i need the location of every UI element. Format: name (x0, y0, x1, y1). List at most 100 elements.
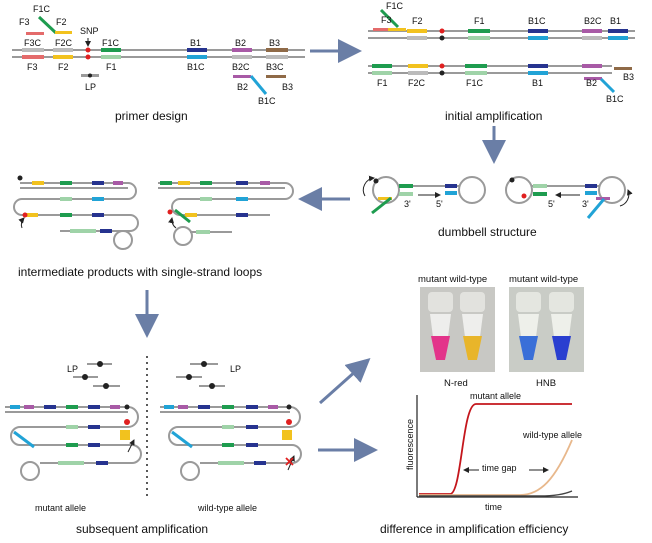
label-f3c: F3C (24, 38, 42, 48)
label-f1c-primer: F1C (33, 4, 51, 14)
ip-right-seg-7 (236, 197, 248, 201)
sa-lp-right-2-dot (186, 374, 192, 380)
ib-snp (439, 63, 445, 69)
sa-lp-right-3-dot (209, 383, 215, 389)
label-b3-primer: B3 (282, 82, 293, 92)
f3-primer (26, 32, 44, 35)
sa-right-seg-3 (198, 405, 210, 409)
tube-cap-wildtype-red (460, 292, 485, 312)
tubes-left-dye: N-red (444, 378, 468, 389)
db-left-rotate (362, 175, 375, 197)
ip-left-seg-8 (60, 213, 72, 217)
tube-cap-mutant-red (428, 292, 453, 312)
tube-liquid-wildtype-blue (552, 336, 571, 360)
fip-f1c-arm (37, 15, 58, 35)
ia-f2 (407, 29, 427, 33)
label-b2c: B2C (232, 62, 250, 72)
sa-left-end-loop (20, 461, 40, 481)
label-f3: F3 (19, 17, 30, 27)
ia-label-f1c: F1C (386, 1, 404, 11)
db-left-b1c (445, 191, 457, 195)
ip-left-seg-2 (60, 181, 72, 185)
label-f2-bottom: F2 (58, 62, 69, 72)
panel-primer-design: F3 F1C F2 SNP F3C F2C F1C B1 B2 B3 F3 F2… (12, 4, 305, 123)
ip-left-seg-1 (32, 181, 44, 185)
b2-segment (232, 48, 252, 52)
label-f1c-top: F1C (102, 38, 120, 48)
ip-right-seg-2 (178, 181, 190, 185)
f3c-segment (22, 48, 44, 52)
tube-cap-mutant-hnb (516, 292, 541, 312)
sa-right-bip (171, 430, 193, 449)
time-gap-label-bg (479, 462, 529, 474)
db-right-snp (521, 193, 527, 199)
sa-lp-left-1-dot (97, 361, 103, 367)
bip-b1c-arm (249, 75, 268, 95)
label-b3c: B3C (266, 62, 284, 72)
sa-left-seg-6 (110, 405, 120, 409)
sa-right-seg-2 (178, 405, 188, 409)
sa-left-seg-2 (24, 405, 34, 409)
tubes-right-header: mutant wild-type (509, 274, 578, 285)
ib-b2 (582, 64, 602, 68)
curve-mutant-label: mutant allele (470, 391, 521, 401)
ip-right-seg-1 (160, 181, 172, 185)
ib-f1c-b (465, 71, 487, 75)
ia-label-f3: F3 (381, 15, 392, 25)
sa-left-seg-11 (58, 461, 84, 465)
ia-b2-b (582, 36, 602, 40)
ip-left-seg-4 (113, 181, 123, 185)
bip-b2-arm (233, 75, 251, 78)
sa-right-dot (286, 404, 292, 410)
ia-fip-arm (379, 8, 400, 29)
sa-right-end-loop (180, 461, 200, 481)
ip-right-rotate (168, 217, 177, 229)
db-right-loop-1 (505, 176, 533, 204)
ib-label-b1: B1 (532, 78, 543, 88)
curve-xlabel: time (485, 502, 502, 512)
ip-right-seg-10 (196, 230, 210, 234)
sa-left-seg-12 (96, 461, 108, 465)
ia-label-f2: F2 (412, 16, 423, 26)
sa-left-seg-1 (10, 405, 20, 409)
ip-left-dot (17, 175, 23, 181)
db-right-b1c (585, 191, 597, 195)
panel-subsequent: LP LP (5, 356, 302, 513)
ip-left-end-loop (113, 230, 133, 250)
b2c-bottom-segment (232, 55, 252, 59)
db-left-fip (371, 196, 392, 215)
sa-left-snp (124, 419, 130, 425)
label-snp: SNP (80, 26, 99, 36)
db-label-5p-right: 5' (548, 199, 555, 209)
ia-b1c-end (608, 36, 628, 40)
sa-label-mutant: mutant allele (35, 503, 86, 513)
db-right-dot (509, 177, 515, 183)
sa-left-seg-10 (88, 443, 100, 447)
curve-ylabel: fluorescence (405, 419, 415, 470)
ib-b1 (528, 64, 548, 68)
label-b1: B1 (190, 38, 201, 48)
tube-liquid-mutant-pink (431, 336, 450, 360)
caption-dumbbell: dumbbell structure (438, 225, 537, 239)
db-left-f2 (378, 197, 392, 200)
caption-efficiency: difference in amplification efficiency (380, 522, 568, 536)
caption-initial-amplification: initial amplification (445, 109, 542, 123)
sa-left-seg-9 (66, 443, 78, 447)
ip-right-snp (167, 209, 173, 215)
ia-b1c-b (528, 36, 548, 40)
ia-label-f1: F1 (474, 16, 485, 26)
curve-wildtype-label: wild-type allele (522, 430, 582, 440)
db-left-loop-2 (458, 176, 486, 204)
ib-f1c (465, 64, 487, 68)
sa-right-seg-6 (268, 405, 278, 409)
ia-snp-a2 (439, 35, 445, 41)
sa-right-seg-5 (246, 405, 258, 409)
ib-bip-b2 (584, 77, 602, 80)
ip-right-fip (174, 208, 191, 224)
curve-baseline (419, 490, 573, 497)
curve-mutant (419, 403, 572, 495)
ip-right-seg-3 (200, 181, 212, 185)
tube-liquid-wildtype-yellow (463, 336, 482, 360)
ia-b1 (608, 29, 628, 33)
